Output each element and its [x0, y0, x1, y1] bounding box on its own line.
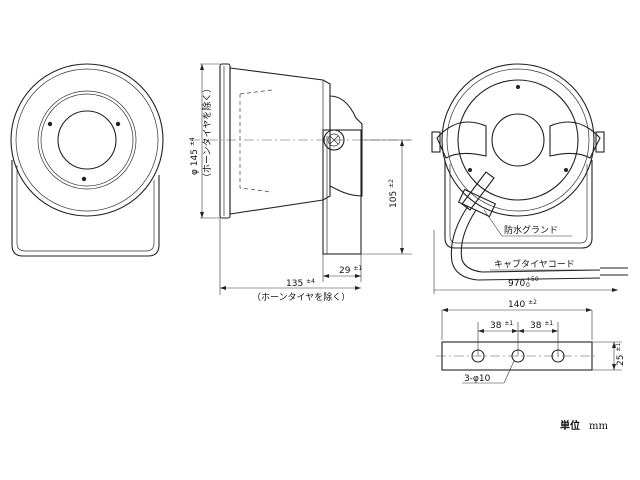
- rear-cable-entry: [461, 171, 495, 211]
- front-screw: [115, 121, 121, 127]
- svg-text:970: 970: [508, 279, 525, 289]
- side-horn-body: [229, 67, 331, 215]
- front-view: [10, 63, 164, 257]
- front-horn-outer-rim: [10, 63, 164, 217]
- rear-driver-cap: [491, 113, 545, 167]
- hole-pitch-2-tolerance: ±1: [544, 320, 553, 327]
- hole-pitch-2-value: 38: [530, 321, 542, 331]
- front-screw: [81, 176, 87, 182]
- front-plate-inner: [40, 93, 134, 187]
- side-bracket: [322, 129, 362, 255]
- front-bracket-outline: [11, 160, 160, 257]
- svg-text:φ 145 ±4: φ 145 ±4: [189, 137, 200, 175]
- cord-tol-upper: +50: [526, 276, 539, 283]
- front-center-disc: [57, 110, 117, 170]
- hole-pitch-1-value: 38: [490, 321, 502, 331]
- rear-bracket-outline: [444, 160, 593, 249]
- cord-label: キャブタイヤコード: [494, 258, 575, 270]
- front-screw: [47, 121, 53, 127]
- svg-text:25 ±1: 25 ±1: [615, 343, 626, 366]
- diameter-value: 145: [190, 149, 200, 166]
- rear-horn-rim-inner: [446, 68, 590, 212]
- depth-note: （ホーンタイヤを除く）: [252, 291, 350, 303]
- bracket-width-value: 140: [508, 300, 525, 310]
- mounting-hole: [471, 349, 485, 363]
- cable-upper: [450, 205, 601, 281]
- rear-driver-body: [457, 79, 579, 201]
- mounting-hole: [551, 349, 565, 363]
- cable-lower: [460, 209, 601, 273]
- gland-label: 防水グランド: [504, 224, 558, 236]
- svg-text:140 ±2: 140 ±2: [508, 299, 537, 310]
- height-value: 105: [389, 191, 399, 208]
- mounting-hole: [511, 349, 525, 363]
- bracket-height-tolerance: ±1: [615, 343, 622, 352]
- cord-tol-lower: 0: [526, 282, 530, 289]
- unit-label: 単位: [560, 419, 580, 432]
- diameter-note: （ホーンタイヤを除く）: [201, 84, 213, 182]
- bracket-height-value: 25: [616, 355, 626, 366]
- rear-yoke-arm-right: [549, 121, 601, 159]
- side-rear-unit: [329, 95, 363, 197]
- bracket-width-tolerance: ±2: [528, 299, 537, 306]
- holes-label: 3-φ10: [464, 374, 491, 384]
- rear-yoke-arm-left: [436, 121, 487, 159]
- svg-text:105 ±2: 105 ±2: [388, 179, 399, 208]
- diameter-tolerance: ±4: [189, 137, 196, 146]
- height-tolerance: ±2: [388, 179, 395, 188]
- hole-pitch-1-tolerance: ±1: [504, 320, 513, 327]
- rear-view: 防水グランド キャブタイヤコード 970 +50 0: [431, 63, 628, 294]
- offset-value: 29: [339, 266, 351, 276]
- side-pivot-knob: [323, 129, 345, 151]
- side-hidden-lines: [239, 89, 273, 193]
- svg-text:38 ±1: 38 ±1: [530, 320, 553, 331]
- svg-text:135 ±4: 135 ±4: [286, 278, 315, 289]
- svg-text:29 ±1: 29 ±1: [339, 265, 362, 276]
- unit-value: mm: [589, 421, 608, 432]
- bracket-bottom-view: 140 ±2 38 ±1 38 ±1: [436, 299, 626, 384]
- side-view: φ 145 ±4 （ホーンタイヤを除く） 105 ±2 29 ±1: [189, 63, 412, 303]
- front-bracket-inner: [16, 165, 155, 252]
- cord-length-value: 970: [508, 279, 525, 289]
- front-horn-rim-inner: [15, 68, 159, 212]
- diameter-symbol: φ: [190, 169, 200, 175]
- rear-pivot-left: [431, 131, 441, 153]
- offset-tolerance: ±1: [353, 265, 362, 272]
- front-plate-outer: [37, 90, 137, 190]
- rear-horn-rim: [441, 63, 595, 217]
- side-horn-tyre: [219, 63, 231, 219]
- depth-value: 135: [286, 279, 303, 289]
- svg-text:38 ±1: 38 ±1: [490, 320, 513, 331]
- depth-tolerance: ±4: [306, 278, 315, 285]
- waterproof-gland: [457, 188, 497, 218]
- rear-pivot-right: [595, 131, 605, 153]
